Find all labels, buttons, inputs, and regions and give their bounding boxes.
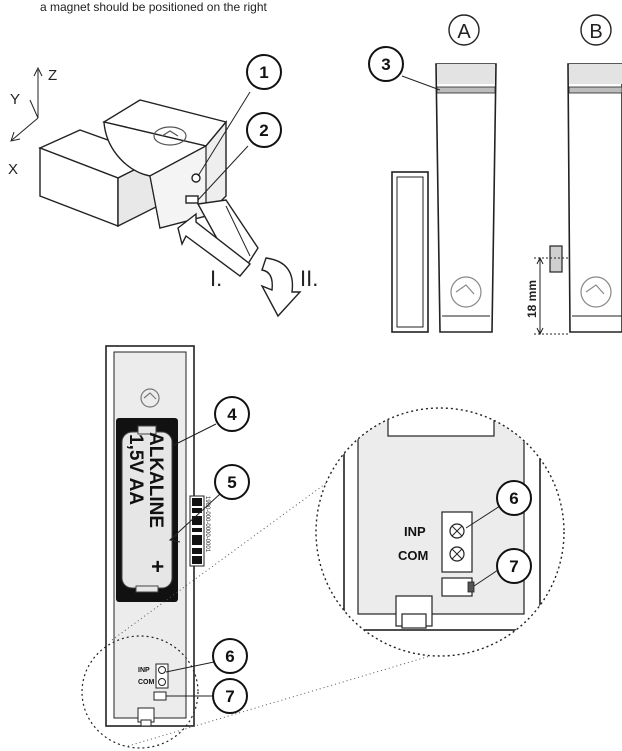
magnet-position-marker <box>549 245 563 273</box>
detector-a-body <box>435 63 497 333</box>
callout-6-large: 6 <box>465 480 532 529</box>
barcode-label: 1900-000-0000-0001 <box>189 495 210 567</box>
view-a: A 3 <box>368 14 497 333</box>
terminal-com-label-small: COM <box>138 679 155 686</box>
opening-slot <box>185 195 199 204</box>
dimension-label: 18 mm <box>525 280 539 318</box>
svg-text:4: 4 <box>227 405 237 424</box>
battery-plus-sign: + <box>145 560 170 573</box>
arrow-step-1 <box>177 212 252 277</box>
top-caption: a magnet should be positioned on the rig… <box>40 0 267 14</box>
callout-5: 5 <box>168 464 250 543</box>
svg-text:2: 2 <box>259 121 268 140</box>
svg-text:6: 6 <box>509 489 518 508</box>
view-b: B 18 mm <box>525 14 622 336</box>
axis-indicator: Z Y X <box>8 66 57 178</box>
detector-open-view: ALKALINE 1,5V AA + 1900-000-0000-0001 IN… <box>105 345 210 727</box>
detector-3d <box>102 99 228 229</box>
callout-7-small: 7 <box>166 678 248 714</box>
terminal-com-label: COM <box>398 548 428 563</box>
view-b-label: B <box>589 21 602 43</box>
barcode-number: 1900-000-0000-0001 <box>204 496 210 553</box>
led-window <box>436 86 496 94</box>
callout-6-small: 6 <box>165 638 248 674</box>
callout-4: 4 <box>171 396 250 447</box>
svg-text:7: 7 <box>225 687 234 706</box>
svg-text:5: 5 <box>227 473 236 492</box>
svg-text:6: 6 <box>225 647 234 666</box>
zoom-region-small <box>81 635 199 749</box>
axis-z-label: Z <box>48 67 57 84</box>
logo-icon <box>153 126 187 146</box>
svg-text:3: 3 <box>381 55 390 74</box>
zoom-detail: INP COM <box>315 407 565 657</box>
view-a-label: A <box>457 21 471 43</box>
callout-1: 1 <box>197 54 282 177</box>
battery-label-line2: 1,5V AA <box>125 434 146 505</box>
logo-icon <box>450 276 482 308</box>
callout-7-large: 7 <box>473 548 532 587</box>
callout-3: 3 <box>368 46 441 91</box>
step-two-label: II. <box>300 266 318 291</box>
terminal-inp-label-small: INP <box>138 667 150 674</box>
arrow-step-2 <box>260 257 302 318</box>
logo-icon <box>580 276 612 308</box>
battery-label-line1: ALKALINE <box>145 432 166 528</box>
step-one-label: I. <box>210 266 222 291</box>
zoom-region-large <box>315 407 565 657</box>
axis-y-label: Y <box>10 91 20 108</box>
callout-2: 2 <box>197 112 282 201</box>
svg-text:7: 7 <box>509 557 518 576</box>
terminal-inp-label: INP <box>404 524 426 539</box>
svg-text:1: 1 <box>259 63 268 82</box>
logo-icon <box>140 388 160 408</box>
magnet-body <box>391 171 429 333</box>
detector-b-body <box>567 63 622 333</box>
axis-x-label: X <box>8 161 18 178</box>
